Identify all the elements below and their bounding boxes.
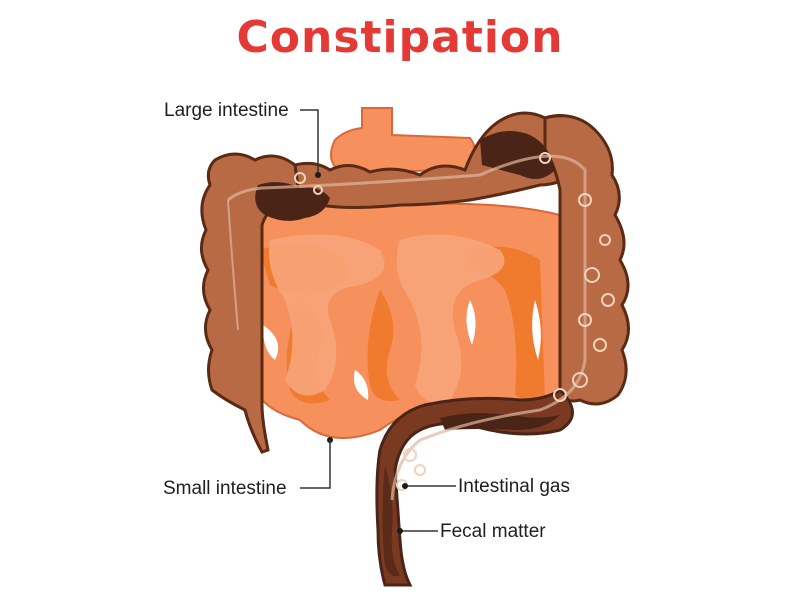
label-intestinal-gas: Intestinal gas: [458, 476, 570, 497]
leader-lines: [300, 109, 456, 532]
label-small-intestine: Small intestine: [163, 478, 287, 499]
label-fecal-matter: Fecal matter: [440, 521, 546, 542]
diagram-title: Constipation: [236, 12, 564, 63]
large-intestine: [200, 111, 630, 587]
duodenum: [330, 107, 476, 174]
label-large-intestine: Large intestine: [164, 100, 289, 121]
